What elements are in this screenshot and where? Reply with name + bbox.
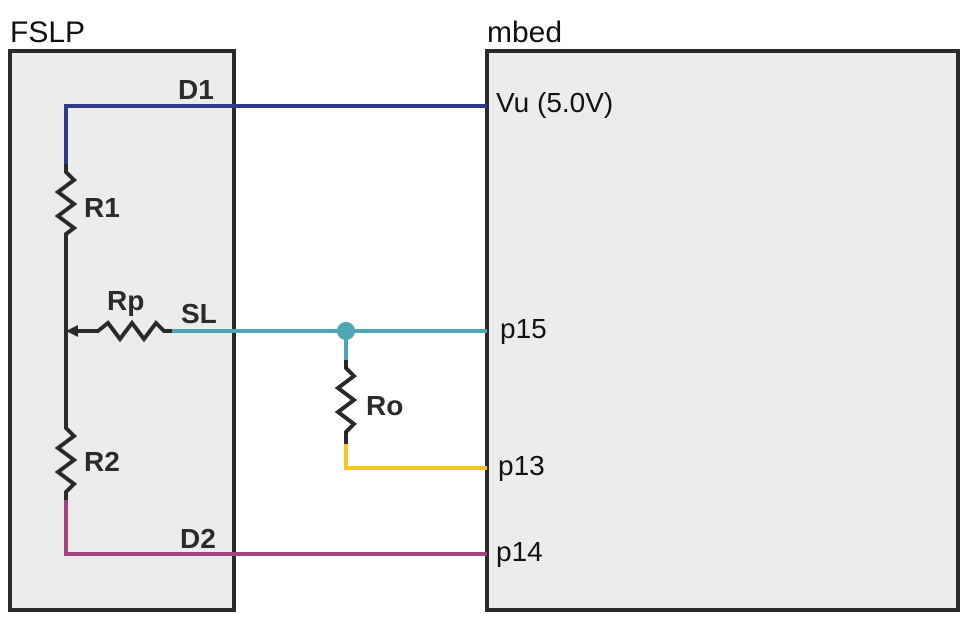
- label-ro: Ro: [366, 390, 403, 421]
- resistor-r2: [54, 420, 78, 500]
- ro-p13-wire: [344, 444, 487, 470]
- mbed-block: [485, 49, 960, 612]
- resistor-rp: [72, 319, 172, 343]
- wiper-arrow-icon: [66, 325, 78, 337]
- pin-label-d2: D2: [180, 523, 216, 554]
- mbed-title: mbed: [487, 16, 562, 49]
- resistor-r1: [54, 164, 78, 240]
- d2-wire: [64, 500, 487, 556]
- junction-dot: [337, 322, 355, 340]
- resistor-ro: [334, 360, 358, 444]
- mbed-pin-p15: p15: [500, 313, 547, 344]
- label-r1: R1: [84, 192, 120, 223]
- mbed-pin-p13: p13: [498, 450, 545, 481]
- label-rp: Rp: [107, 285, 144, 316]
- label-r2: R2: [84, 446, 120, 477]
- fslp-title: FSLP: [10, 16, 85, 49]
- d1-wire: [64, 104, 487, 164]
- pin-label-d1: D1: [178, 74, 214, 105]
- mbed-pin-vu: Vu (5.0V): [496, 87, 613, 118]
- pin-label-sl: SL: [181, 298, 217, 329]
- mbed-pin-p14: p14: [496, 536, 543, 567]
